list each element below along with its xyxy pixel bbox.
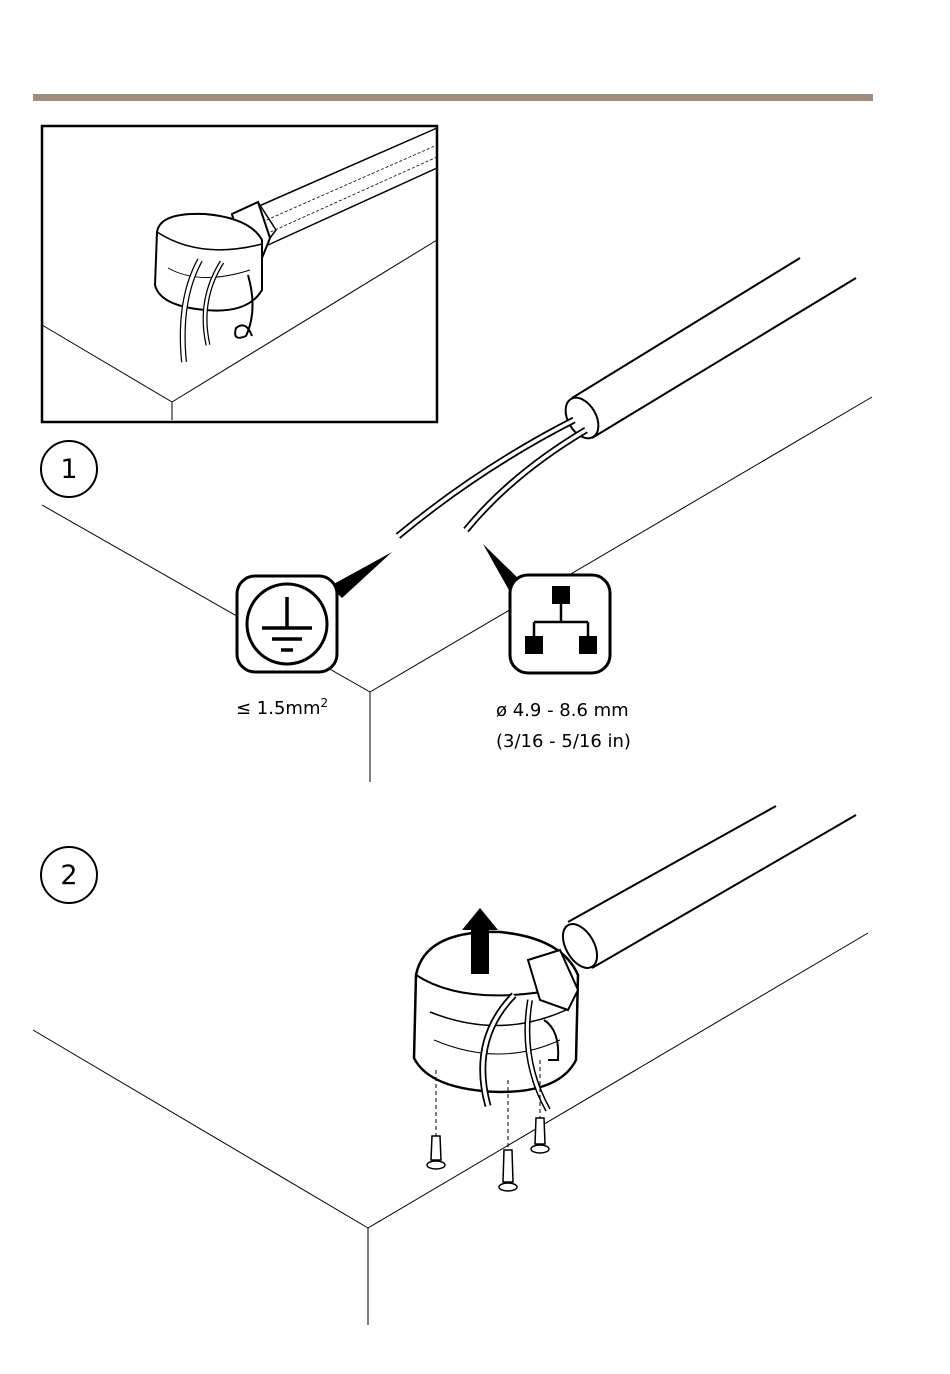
step-2-number: 2 (60, 860, 77, 891)
wire-gauge-exponent: 2 (321, 696, 329, 710)
overview-inset (42, 126, 437, 422)
step2-scene (33, 806, 868, 1325)
cable-diameter-mm-label: ø 4.9 - 8.6 mm (496, 696, 629, 726)
cable-diameter-in-label: (3/16 - 5/16 in) (496, 727, 631, 757)
wire-gauge-label: ≤ 1.5mm2 (236, 688, 328, 724)
step-2-badge: 2 (40, 846, 98, 904)
step-1-badge: 1 (40, 440, 98, 498)
step-1-number: 1 (60, 454, 77, 485)
screw-icon (427, 1118, 549, 1191)
wire-gauge-value: ≤ 1.5mm (236, 698, 321, 719)
protective-earth-icon (237, 576, 337, 672)
network-icon (510, 575, 610, 673)
